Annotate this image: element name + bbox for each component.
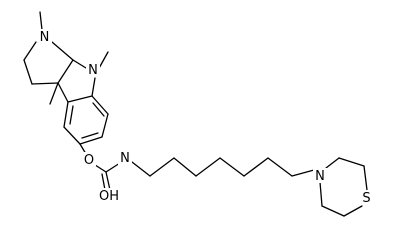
bond-chain-4 [219,157,245,177]
bond-chain-0 [131,161,151,177]
bond-c5-c4 [63,126,81,145]
atom-bg-n1 [38,29,52,44]
bond-c3a-c8a [57,59,74,84]
bond-s-c3 [343,205,363,217]
atom-bg-oh [98,188,120,203]
bond-c-oh [105,171,111,191]
bond-c4a-c3a [57,82,69,103]
bond-c7-c6 [101,113,109,138]
atom-labels: N N O N OH N S [38,29,373,206]
atom-s: S [362,191,370,206]
atom-n8: N [88,63,98,78]
atom-bg-n-morph [313,168,327,183]
bond-c7a-c7-inner [92,102,105,117]
atom-oh: OH [99,189,119,204]
bond-n8-c7a [91,77,96,97]
bond-c2-c3 [23,59,33,85]
bond-c-n [105,162,121,173]
bond-chain-7 [291,169,315,177]
atom-n1: N [40,30,50,45]
bond-n1-methyl [39,11,43,31]
bond-c1-c2 [338,157,365,167]
molecule-diagram: N N O N OH N S [23,11,373,217]
bond-chain-3 [195,157,221,177]
bond-c-oh-double [101,173,106,191]
bond-c4-c4a-inner [69,105,74,125]
bond-nm-c1 [325,157,340,169]
structure-canvas: N N O N OH N S [23,11,373,217]
bond-c8a-n8 [72,59,87,69]
bond-c8a-n1 [51,41,74,61]
bonds [23,11,368,217]
bond-c2-s [363,165,368,191]
atom-n-morph: N [315,169,325,184]
bond-c6-c5 [79,136,103,145]
atom-bg-n-carbamate [118,150,132,165]
bond-c6-c5-inner [81,132,99,139]
bond-n1-c2 [23,41,37,61]
bond-chain-6 [267,157,293,177]
bond-c7a-c7 [91,95,109,115]
bond-chain-1 [149,157,175,177]
bond-chain-2 [173,157,197,177]
atom-bg-n8 [86,62,100,77]
atom-bg-o [82,152,96,166]
bond-c3a-methyl [49,82,59,105]
atom-n-carbamate: N [120,151,130,166]
atom-bg-s [360,190,373,205]
atom-o-ester: O [84,153,94,168]
bond-chain-5 [243,157,269,177]
bond-c3-c4 [321,205,345,217]
bond-c4-nm [319,181,323,207]
bond-c4-c4a [63,101,69,128]
bond-c3-c3a [31,82,59,85]
bond-c7a-c4a [67,95,93,103]
